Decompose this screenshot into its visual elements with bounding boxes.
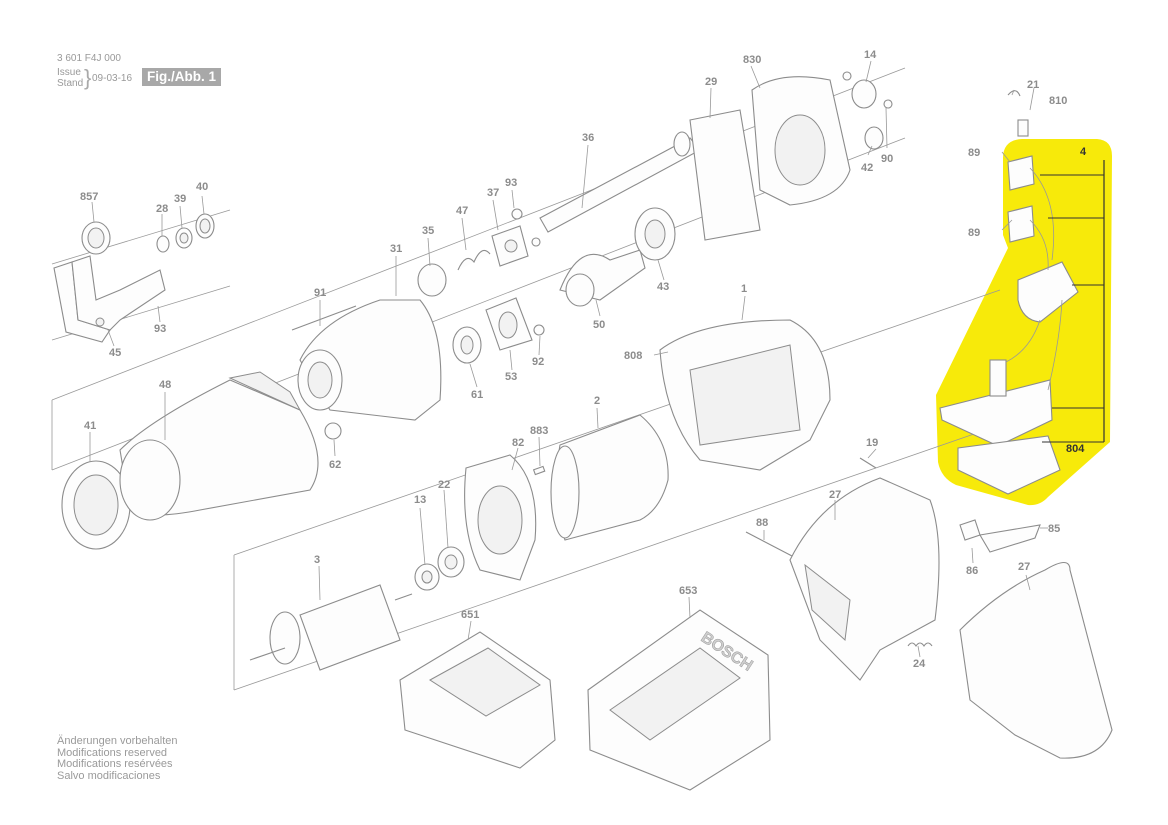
- part-53-plate: [485, 297, 533, 351]
- label-43: 43: [657, 281, 669, 293]
- label-85: 85: [1048, 523, 1060, 535]
- label-857: 857: [80, 191, 98, 203]
- label-2: 2: [594, 395, 600, 407]
- disclaimer-line: Modifications reserved: [57, 746, 168, 759]
- label-90: 90: [881, 153, 893, 165]
- label-27a: 27: [829, 489, 841, 501]
- label-62: 62: [329, 459, 341, 471]
- label-22: 22: [438, 479, 450, 491]
- label-92: 92: [532, 356, 544, 368]
- label-3: 3: [314, 554, 320, 566]
- label-830: 830: [743, 54, 761, 66]
- part-91-screw: [291, 305, 357, 331]
- part-61-bearing: [452, 326, 482, 364]
- label-35: 35: [422, 225, 434, 237]
- part-48-nose-cover: [119, 371, 319, 521]
- disclaimer: Änderungen vorbehalten Modifications res…: [57, 735, 178, 782]
- label-50: 50: [593, 319, 605, 331]
- part-830-housing: [751, 76, 851, 206]
- part-29-gasket: [689, 109, 761, 241]
- label-883: 883: [530, 425, 548, 437]
- parts-13-22-bearings: [414, 546, 465, 591]
- label-651: 651: [461, 609, 479, 621]
- label-45: 45: [109, 347, 121, 359]
- label-39: 39: [174, 193, 186, 205]
- label-86: 86: [966, 565, 978, 577]
- part-3-armature: [249, 584, 413, 671]
- label-19: 19: [866, 437, 878, 449]
- label-14: 14: [864, 49, 877, 61]
- part-31-gear-housing: [297, 299, 442, 440]
- part-21-spring: [1007, 90, 1021, 97]
- part-labels: 857 28 39 40 93 45 48 41 31 35 47 37 93 …: [80, 49, 1087, 670]
- part-857-nut: [81, 221, 111, 255]
- disclaimer-line: Modifications resérvées: [57, 758, 173, 770]
- part-43-gear: [634, 207, 676, 261]
- label-28: 28: [156, 203, 168, 215]
- label-13: 13: [414, 494, 426, 506]
- label-36: 36: [582, 132, 594, 144]
- part-651-battery: [399, 631, 556, 769]
- issue-date: 09-03-16: [92, 73, 133, 84]
- label-27b: 27: [1018, 561, 1030, 573]
- label-47: 47: [456, 205, 468, 217]
- label-4: 4: [1080, 146, 1087, 158]
- screws-19-88: [745, 457, 877, 557]
- part-45-bracket: [53, 255, 166, 343]
- part-50-wobble: [559, 249, 646, 307]
- label-61: 61: [471, 389, 483, 401]
- part-36-plunger: [539, 131, 701, 233]
- part-41-shoe: [61, 460, 131, 550]
- label-89a: 89: [968, 147, 980, 159]
- label-24: 24: [913, 658, 926, 670]
- label-93b: 93: [505, 177, 517, 189]
- part-1-motor-housing: [659, 319, 831, 471]
- label-48: 48: [159, 379, 171, 391]
- parts-14-42-90: [842, 71, 893, 150]
- label-808: 808: [624, 350, 642, 362]
- part-82-fan-plate: [464, 454, 537, 581]
- label-31: 31: [390, 243, 402, 255]
- label-89b: 89: [968, 227, 980, 239]
- part-27-handle-half: [789, 477, 940, 681]
- disclaimer-line: Änderungen vorbehalten: [57, 735, 178, 747]
- label-82: 82: [512, 437, 524, 449]
- label-810: 810: [1049, 95, 1067, 107]
- label-21: 21: [1027, 79, 1039, 91]
- part-92-screw: [533, 324, 545, 336]
- electronics-assembly: [939, 90, 1079, 495]
- label-653: 653: [679, 585, 697, 597]
- document-number: 3 601 F4J 000: [57, 53, 121, 64]
- label-37: 37: [487, 187, 499, 199]
- part-27-handle-cover: [959, 561, 1113, 759]
- disclaimer-line: Salvo modificaciones: [57, 769, 161, 782]
- label-91: 91: [314, 287, 326, 299]
- label-1: 1: [741, 283, 747, 295]
- part-24-spring: [907, 642, 933, 647]
- figure-label: Fig./Abb. 1: [142, 68, 221, 86]
- part-2-stator: [550, 414, 669, 541]
- brace-symbol: }: [84, 65, 92, 90]
- part-810-fuse: [1017, 119, 1029, 137]
- label-88: 88: [756, 517, 768, 529]
- bracket-lines: [1040, 160, 1105, 443]
- parts-85-86-switch: [959, 519, 1041, 553]
- stand-label: Stand: [57, 78, 84, 89]
- label-53: 53: [505, 371, 517, 383]
- label-29: 29: [705, 76, 717, 88]
- label-41: 41: [84, 420, 96, 432]
- label-42: 42: [861, 162, 873, 174]
- label-93a: 93: [154, 323, 166, 335]
- leader-lines: [89, 60, 1048, 658]
- part-653-charger: BOSCH: [587, 609, 771, 791]
- washers-28-39-40: [156, 213, 215, 253]
- label-40: 40: [196, 181, 208, 193]
- issue-label: Issue: [57, 67, 81, 78]
- label-804: 804: [1066, 443, 1085, 455]
- parts-35-47-37: [417, 208, 541, 297]
